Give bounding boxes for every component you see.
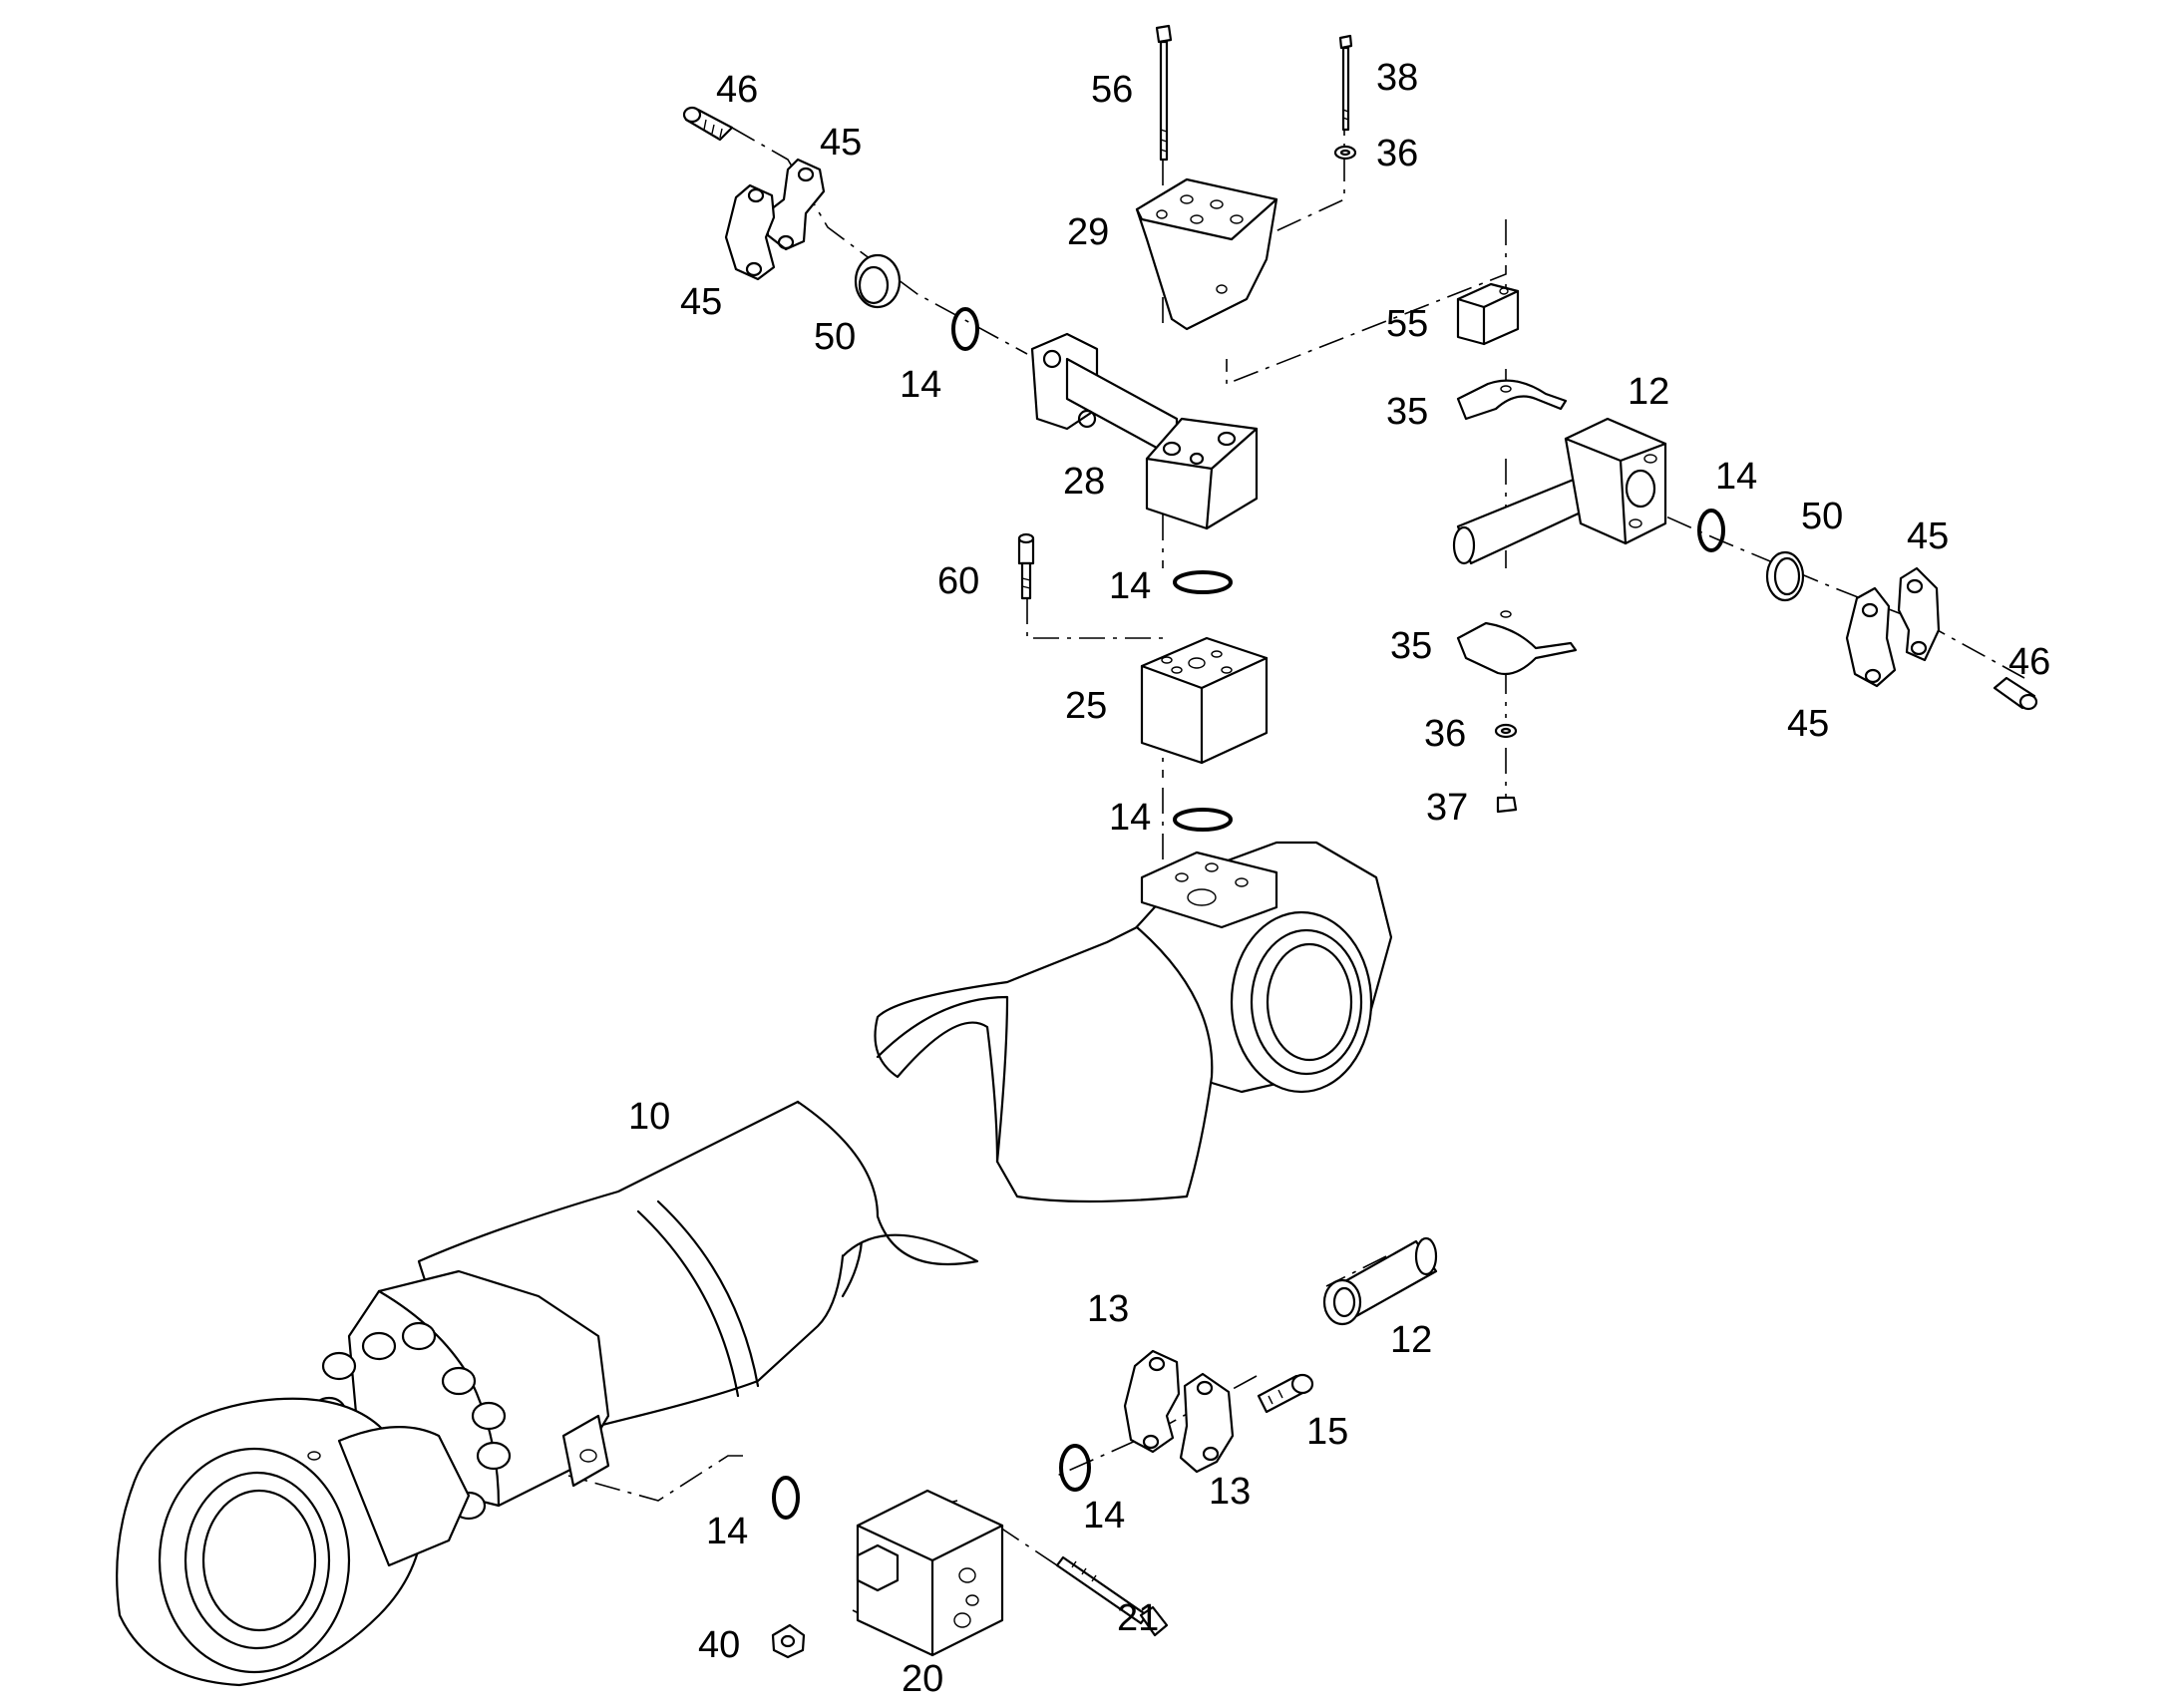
callout-14: 14 [1109, 797, 1151, 839]
callout-56: 56 [1091, 69, 1133, 111]
split-flange-45-right-a [1845, 586, 1897, 688]
callout-38: 38 [1376, 57, 1418, 99]
split-flange-45-lower [724, 183, 776, 281]
callout-28: 28 [1063, 461, 1105, 503]
nut-37 [1496, 796, 1518, 814]
split-flange-45-right-b [1897, 566, 1941, 662]
o-ring-14-upper [951, 307, 979, 351]
plug-40 [771, 1623, 806, 1659]
flange-clamp-13-b [1179, 1372, 1235, 1474]
pipe-12-upper [1452, 417, 1667, 565]
o-ring-14-lower-right [1059, 1444, 1091, 1492]
callout-13: 13 [1209, 1471, 1251, 1513]
callout-50: 50 [814, 316, 856, 358]
callout-12: 12 [1390, 1319, 1432, 1361]
bracket-plate-29 [1135, 177, 1278, 331]
adapter-block-25 [1140, 636, 1269, 765]
o-ring-14-right [1697, 509, 1725, 552]
callout-14: 14 [900, 364, 941, 406]
flange-screw-46-top-left [682, 106, 734, 142]
callout-50: 50 [1801, 496, 1843, 537]
pipe-clamp-35-upper [1456, 379, 1568, 421]
callout-46: 46 [2008, 641, 2050, 683]
callout-14: 14 [706, 1511, 748, 1552]
callout-40: 40 [698, 1624, 740, 1666]
pipe-12-lower [1322, 1236, 1438, 1326]
flange-screw-46-right [1993, 676, 2038, 711]
callout-14: 14 [1109, 565, 1151, 607]
elbow-pipe-28 [1030, 332, 1179, 461]
callout-12: 12 [1628, 371, 1669, 413]
callout-20: 20 [902, 1658, 943, 1700]
callout-25: 25 [1065, 685, 1107, 727]
o-ring-14-lower-left [772, 1476, 800, 1520]
callout-60: 60 [937, 560, 979, 602]
spacer-55 [1456, 282, 1520, 346]
long-bolt-56 [1155, 24, 1173, 162]
callout-46: 46 [716, 69, 758, 111]
socket-screw-60 [1017, 532, 1035, 600]
callout-21: 21 [1117, 1597, 1159, 1639]
callout-37: 37 [1426, 787, 1468, 829]
seal-ring-50-upper [854, 253, 902, 309]
washer-36-bottom [1494, 723, 1518, 739]
callout-14: 14 [1715, 456, 1757, 498]
screw-15 [1257, 1373, 1314, 1414]
callout-labels: 46 45 45 50 14 56 38 36 29 55 35 12 28 1… [628, 57, 2050, 1700]
callout-45: 45 [1787, 703, 1829, 745]
callout-36: 36 [1424, 713, 1466, 755]
cylinder-10 [116, 841, 1393, 1687]
o-ring-14-lower [1173, 808, 1233, 832]
o-ring-14-middle [1173, 570, 1233, 594]
callout-14: 14 [1083, 1495, 1125, 1537]
valve-block-20 [856, 1489, 1004, 1657]
callout-45: 45 [680, 281, 722, 323]
callout-10: 10 [628, 1096, 670, 1138]
elbow-block-28 [1145, 417, 1259, 530]
callout-35: 35 [1386, 391, 1428, 433]
pipe-clamp-35-lower [1456, 610, 1578, 676]
long-screw-21 [1055, 1555, 1169, 1637]
callout-36: 36 [1376, 133, 1418, 174]
callout-15: 15 [1306, 1411, 1348, 1453]
callout-35: 35 [1390, 625, 1432, 667]
washer-36-top [1333, 145, 1357, 161]
callout-13: 13 [1087, 1288, 1129, 1330]
callout-29: 29 [1067, 211, 1109, 253]
callout-45: 45 [1907, 515, 1949, 557]
bolt-38 [1338, 34, 1353, 132]
seal-ring-50-right [1765, 550, 1805, 602]
flange-clamp-13-a [1123, 1349, 1181, 1454]
callout-45: 45 [820, 122, 862, 164]
callout-55: 55 [1386, 303, 1428, 345]
